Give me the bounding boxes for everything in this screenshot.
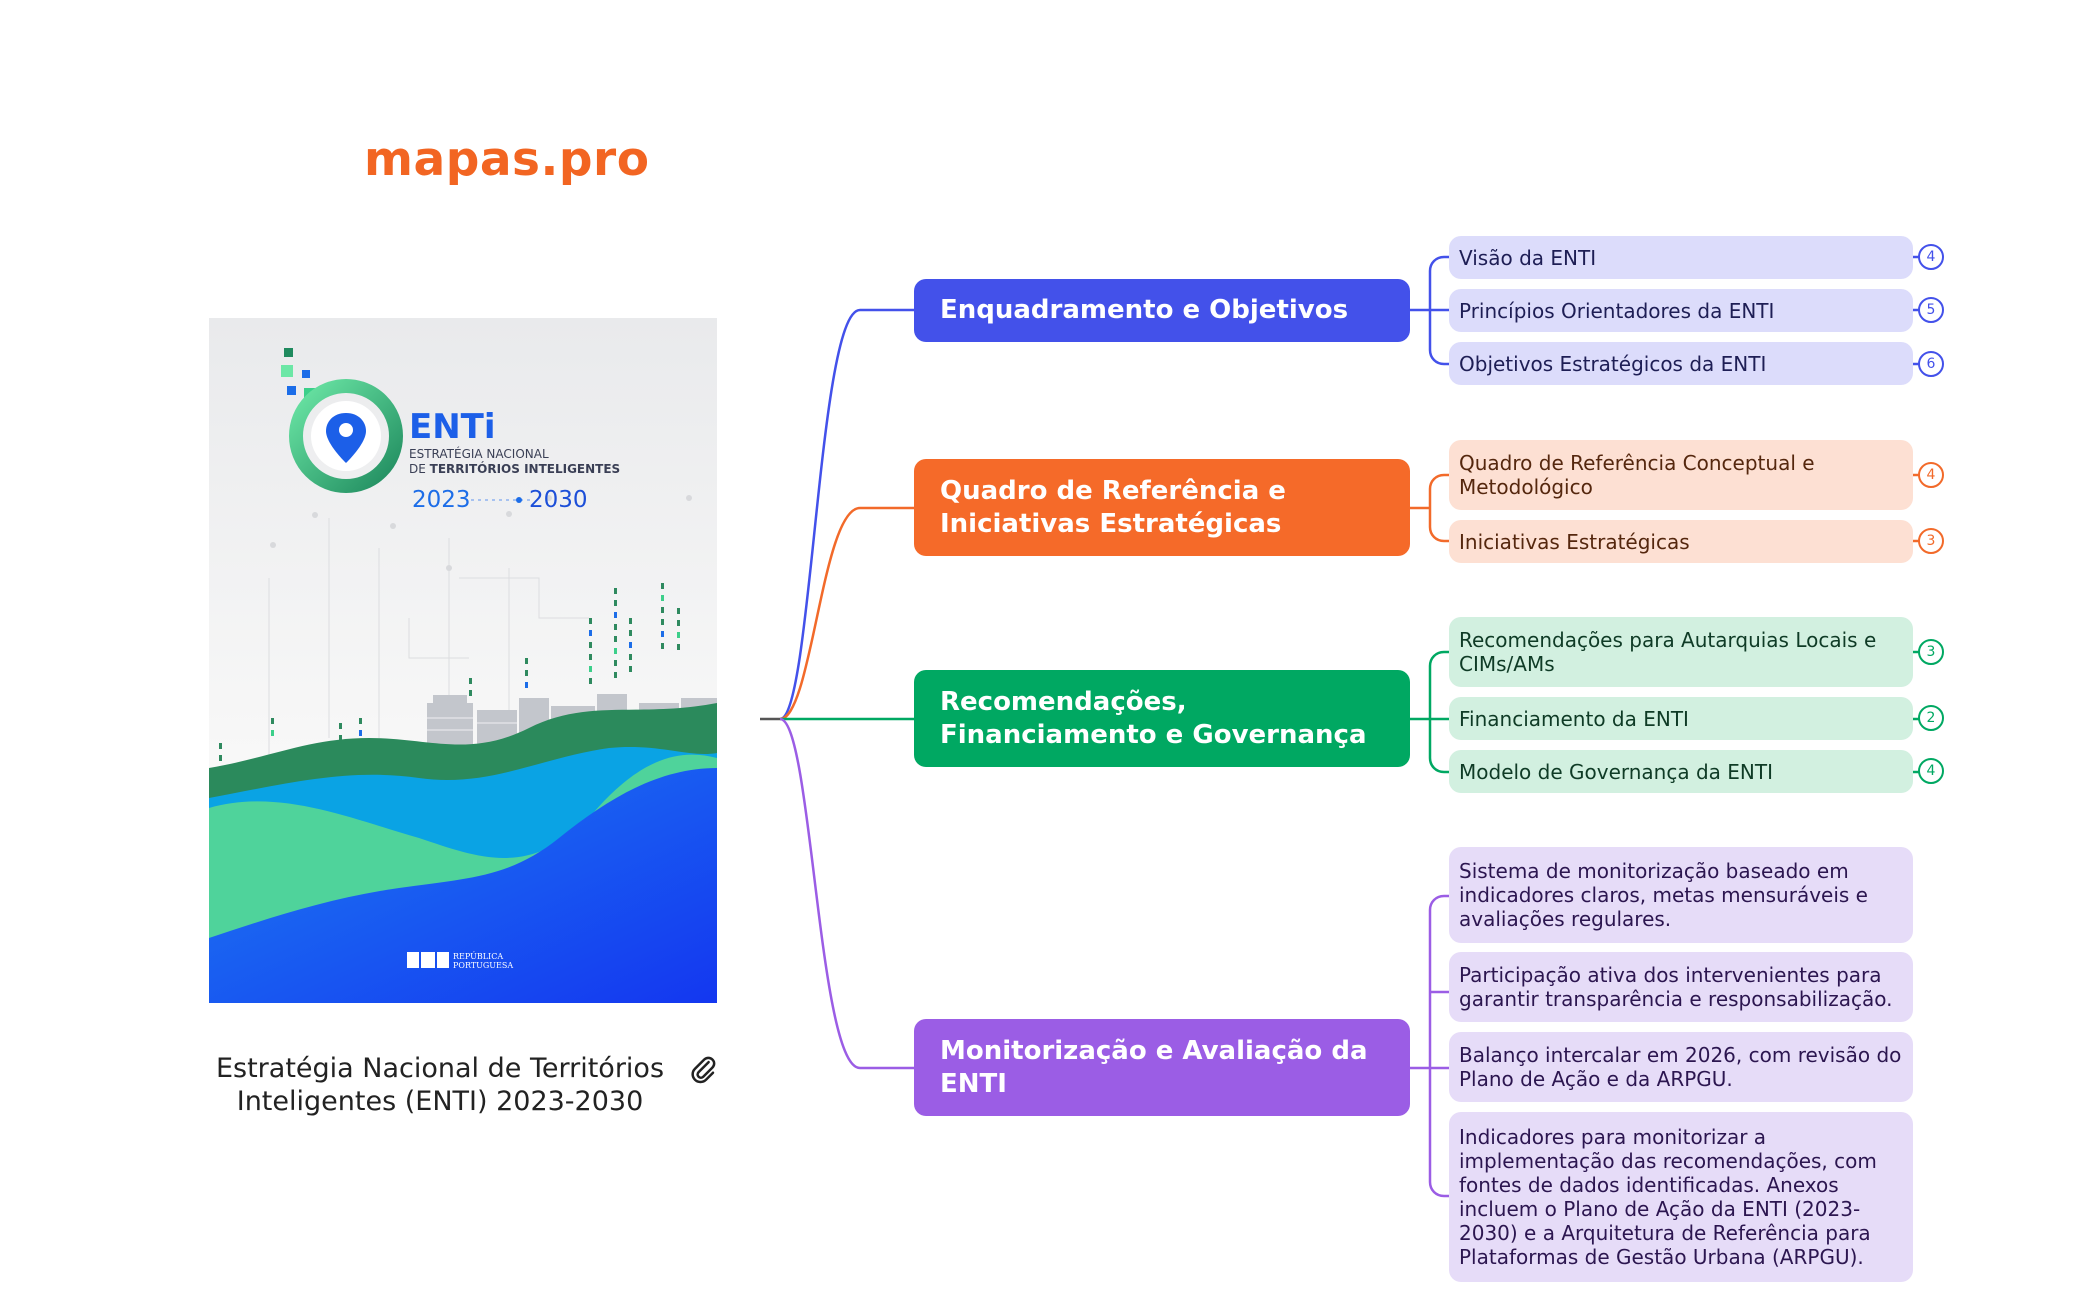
document-cover-image: ENTi ESTRATÉGIA NACIONAL DE TERRITÓRIOS … <box>209 318 717 1003</box>
children-count-badge[interactable]: 3 <box>1918 639 1944 665</box>
leaf-node[interactable]: Balanço intercalar em 2026, com revisão … <box>1449 1032 1913 1102</box>
children-count-badge[interactable]: 4 <box>1918 758 1944 784</box>
branch-label: Quadro de Referência e Iniciativas Estra… <box>940 475 1286 539</box>
children-count-badge[interactable]: 2 <box>1918 705 1944 731</box>
leaf-node[interactable]: Princípios Orientadores da ENTI <box>1449 289 1913 332</box>
svg-text:REPÚBLICA: REPÚBLICA <box>453 952 503 961</box>
paperclip-icon[interactable] <box>688 1054 718 1084</box>
root-title-line: Estratégia Nacional de Territórios <box>215 1053 665 1084</box>
leaf-node[interactable]: Visão da ENTI <box>1449 236 1913 279</box>
children-count-badge[interactable]: 4 <box>1918 244 1944 270</box>
leaf-node[interactable]: Participação ativa dos intervenientes pa… <box>1449 952 1913 1022</box>
svg-text:ESTRATÉGIA NACIONAL: ESTRATÉGIA NACIONAL <box>409 446 549 461</box>
root-title-line: Inteligentes (ENTI) 2023-2030 <box>236 1086 644 1117</box>
branch-node-enquadramento[interactable]: Enquadramento e Objetivos <box>914 279 1410 342</box>
leaf-node[interactable]: Indicadores para monitorizar a implement… <box>1449 1112 1913 1282</box>
leaf-node[interactable]: Recomendações para Autarquias Locais e C… <box>1449 617 1913 687</box>
svg-text:2023: 2023 <box>412 487 471 513</box>
branch-node-monitorizacao[interactable]: Monitorização e Avaliação da ENTI <box>914 1019 1410 1116</box>
leaf-node[interactable]: Objetivos Estratégicos da ENTI <box>1449 342 1913 385</box>
branch-node-quadro-referencia[interactable]: Quadro de Referência e Iniciativas Estra… <box>914 459 1410 556</box>
brand-logo: mapas.pro <box>364 132 650 187</box>
branch-label: Enquadramento e Objetivos <box>940 295 1349 325</box>
branch-label: Recomendações, Financiamento e Governanç… <box>940 686 1367 750</box>
svg-text:PORTUGUESA: PORTUGUESA <box>453 961 513 970</box>
children-count-badge[interactable]: 4 <box>1918 462 1944 488</box>
leaf-node[interactable]: Quadro de Referência Conceptual e Metodo… <box>1449 440 1913 510</box>
leaf-node[interactable]: Financiamento da ENTI <box>1449 697 1913 740</box>
branch-label: Monitorização e Avaliação da ENTI <box>940 1035 1368 1099</box>
svg-text:ENTi: ENTi <box>409 407 496 447</box>
root-node-title[interactable]: Estratégia Nacional de Territórios Intel… <box>200 1052 680 1118</box>
children-count-badge[interactable]: 5 <box>1918 297 1944 323</box>
leaf-node[interactable]: Iniciativas Estratégicas <box>1449 520 1913 563</box>
leaf-node[interactable]: Sistema de monitorização baseado em indi… <box>1449 847 1913 943</box>
children-count-badge[interactable]: 6 <box>1918 351 1944 377</box>
leaf-node[interactable]: Modelo de Governança da ENTI <box>1449 750 1913 793</box>
svg-text:2030: 2030 <box>529 487 588 513</box>
branch-node-recomendacoes[interactable]: Recomendações, Financiamento e Governanç… <box>914 670 1410 767</box>
svg-text:DE TERRITÓRIOS INTELIGENTES: DE TERRITÓRIOS INTELIGENTES <box>409 461 620 476</box>
children-count-badge[interactable]: 3 <box>1918 528 1944 554</box>
